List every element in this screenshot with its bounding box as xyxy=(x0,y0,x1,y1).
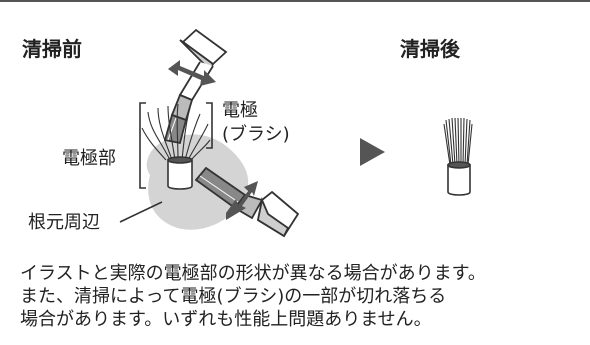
electrode-label-line1: 電極 xyxy=(222,100,258,121)
clean-electrode-base xyxy=(447,161,471,196)
cleaning-diagram xyxy=(119,28,473,238)
electrode-part-bracket xyxy=(139,102,213,189)
upper-cleaning-tool xyxy=(163,28,228,145)
note-text: イラストと実際の電極部の形状が異なる場合があります。 また、清掃によって電極(ブ… xyxy=(20,262,580,331)
base-label: 根元周辺 xyxy=(28,212,100,233)
brush-bristles xyxy=(141,103,211,161)
electrode-label-line2: (ブラシ) xyxy=(222,124,290,145)
transition-arrow xyxy=(360,138,385,166)
clean-brush xyxy=(443,117,473,166)
before-title: 清掃前 xyxy=(22,37,82,61)
lower-motion-arrow xyxy=(226,181,258,220)
upper-motion-arrow xyxy=(168,60,216,86)
note-line: また、清掃によって電極(ブラシ)の一部が切れ落ちる xyxy=(20,286,447,307)
lower-cleaning-tool xyxy=(194,166,300,238)
base-leader-line xyxy=(119,201,163,223)
note-line: 場合があります。いずれも性能上問題ありません。 xyxy=(20,309,432,330)
note-line: イラストと実際の電極部の形状が異なる場合があります。 xyxy=(20,263,486,284)
after-title: 清掃後 xyxy=(400,37,460,61)
top-divider xyxy=(0,0,590,2)
electrode-base xyxy=(167,156,193,190)
electrode-part-label: 電極部 xyxy=(62,148,116,169)
